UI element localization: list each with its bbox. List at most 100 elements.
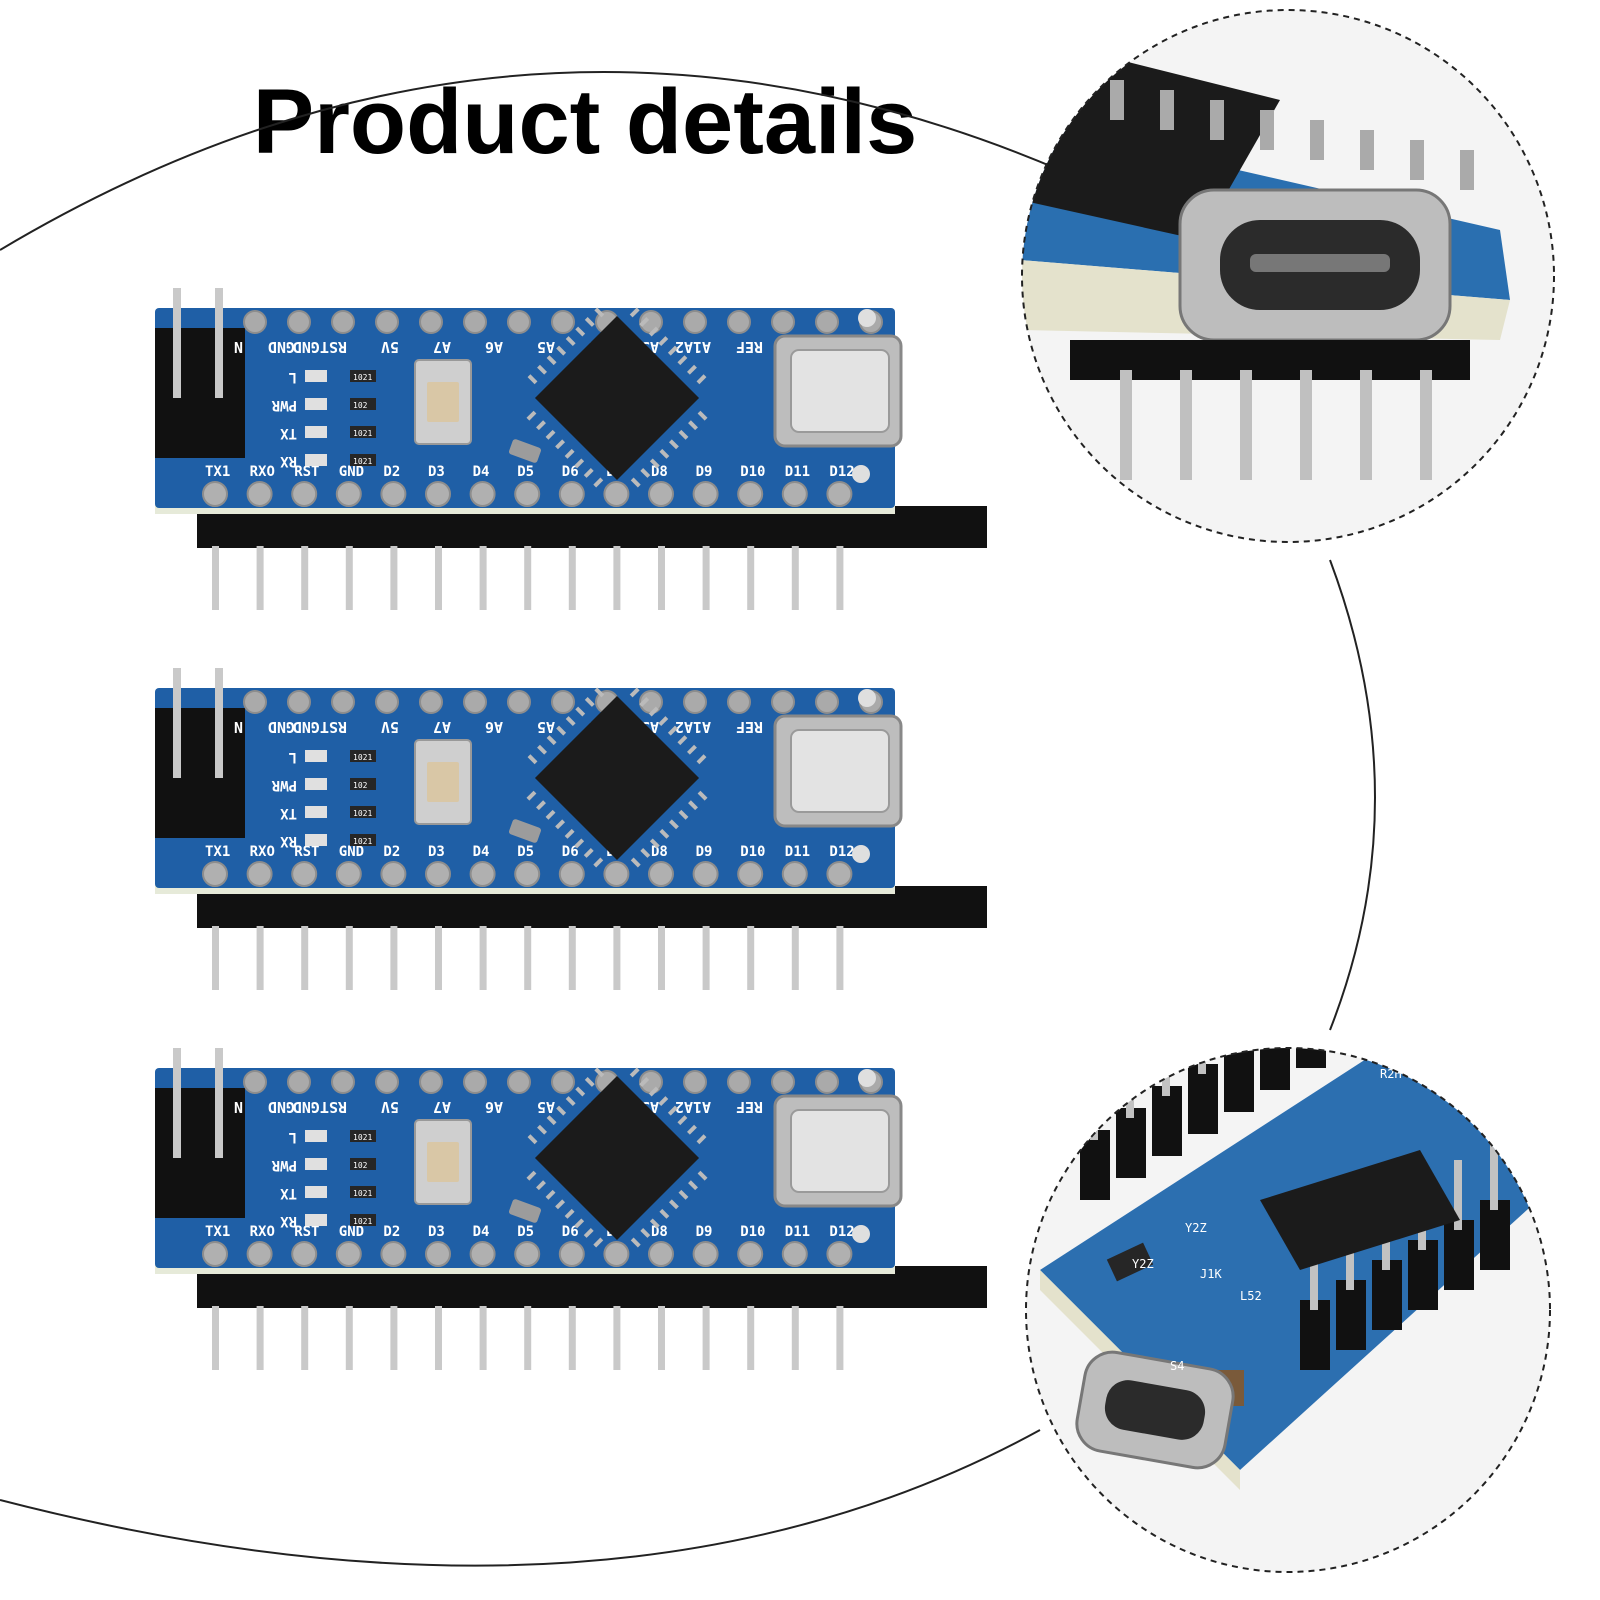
bottom-pad: [603, 1241, 630, 1267]
header-pin: [479, 546, 487, 610]
pin-closeup: [1410, 140, 1424, 180]
pin-closeup: [1360, 370, 1372, 480]
led: [305, 806, 327, 818]
resistor-code: 102: [353, 401, 368, 410]
header-closeup: [1444, 1220, 1474, 1290]
header-pin: [256, 926, 264, 990]
top-pad: [375, 310, 399, 334]
header-closeup: [1260, 1048, 1290, 1090]
pin-closeup: [1300, 370, 1312, 480]
header-pin: [568, 1306, 576, 1370]
pin-label: D4: [473, 1224, 490, 1240]
pin-label: D2: [383, 464, 400, 480]
pin-closeup: [1120, 370, 1132, 480]
header-pin: [836, 546, 844, 610]
mount-hole: [858, 1069, 876, 1087]
top-pad: [771, 690, 795, 714]
part-code: J1K: [1200, 1267, 1222, 1281]
bottom-pad: [781, 1241, 808, 1267]
pin-label: D2: [383, 844, 400, 860]
pin-label: D10: [740, 844, 765, 860]
bottom-pad: [202, 1241, 228, 1267]
pin-closeup: [1160, 90, 1174, 130]
pin-label: A6: [485, 1098, 503, 1116]
header-pin: [747, 926, 755, 990]
bottom-pad: [514, 481, 541, 507]
header-pin: [256, 1306, 264, 1370]
header-pin: [747, 546, 755, 610]
pin-label: D3: [428, 1224, 445, 1240]
bottom-pad: [558, 1241, 585, 1267]
pin-label: D6: [562, 464, 579, 480]
pin-closeup: [1306, 938, 1314, 1008]
header-pin: [301, 926, 309, 990]
icsp-pin: [173, 288, 181, 398]
header-pin: [836, 1306, 844, 1370]
led-label: PWR: [271, 397, 297, 413]
mount-hole: [858, 309, 876, 327]
bottom-pad: [514, 861, 541, 887]
icsp-pin: [173, 668, 181, 778]
bottom-pad: [425, 1241, 451, 1267]
pin-closeup: [1346, 1220, 1354, 1290]
icsp-pin: [215, 1048, 223, 1158]
page-title: Product details: [252, 71, 918, 173]
smd-part: [1106, 1242, 1154, 1282]
resistor: [350, 1186, 376, 1198]
led: [305, 1130, 327, 1142]
pin-label: GND: [268, 338, 295, 356]
led-label: L: [289, 749, 297, 765]
header-pin: [658, 926, 665, 990]
header-closeup: [1188, 1064, 1218, 1134]
top-pad: [419, 690, 443, 714]
top-pad: [287, 690, 311, 714]
pin-label: D5: [517, 1224, 534, 1240]
bottom-pad: [692, 861, 719, 887]
header-pin: [435, 926, 442, 990]
pin-label: N: [234, 718, 243, 736]
header-pin: [702, 926, 710, 990]
top-pad: [331, 1070, 355, 1094]
top-pad: [419, 1070, 443, 1094]
mount-hole: [852, 845, 870, 863]
pin-closeup: [1310, 1240, 1318, 1310]
pin-label: D9: [696, 1224, 713, 1240]
header-pin: [479, 1306, 487, 1370]
top-pad: [551, 1070, 575, 1094]
led: [305, 834, 327, 846]
pin-closeup: [1460, 150, 1474, 190]
usb-serial-chip: [1260, 1150, 1460, 1270]
header-pin: [747, 1306, 755, 1370]
header-pin: [345, 1306, 353, 1370]
pin-label: D9: [696, 844, 713, 860]
pin-label: A5: [537, 1098, 555, 1116]
top-pad: [243, 310, 267, 334]
led-label: TX: [280, 1185, 297, 1201]
header-closeup: [1300, 1300, 1330, 1370]
header-closeup: [1336, 1280, 1366, 1350]
pcb: [155, 1068, 895, 1268]
bottom-pad: [692, 1241, 719, 1267]
top-pad: [375, 690, 399, 714]
pcb: [155, 688, 895, 888]
bottom-pad: [826, 861, 853, 887]
header-pin: [524, 1306, 532, 1370]
pin-label: A1A2: [675, 338, 711, 356]
pin-label: A6: [485, 338, 503, 356]
bottom-pad: [380, 1241, 407, 1267]
bottom-pad: [246, 481, 273, 507]
bottom-pad: [648, 481, 674, 507]
background-circle: [0, 71, 1376, 1567]
top-pad: [551, 310, 575, 334]
pin-label: RXO: [250, 464, 275, 480]
pin-label: GND: [268, 1098, 295, 1116]
pin-label: D6: [562, 844, 579, 860]
top-pad: [727, 310, 751, 334]
pin-label: D10: [740, 1224, 765, 1240]
pin-label: A7: [433, 718, 451, 736]
pin-label: GND: [268, 718, 295, 736]
resistor-code: 1021: [353, 1217, 372, 1226]
crystal: [509, 819, 541, 843]
pin-label: D11: [785, 1224, 810, 1240]
part-code: L52: [1240, 1289, 1262, 1303]
